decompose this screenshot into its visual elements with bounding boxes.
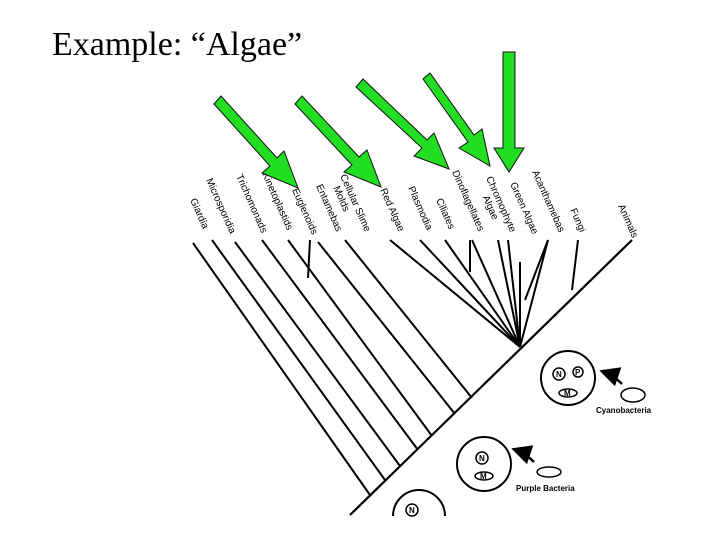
- uptake-arrow-purple-bacteria: [511, 445, 535, 465]
- taxon-label-fungi: Fungi: [567, 207, 587, 234]
- nucleus-label: N: [556, 370, 562, 379]
- taxon-label-ciliates: Ciliates: [433, 197, 456, 231]
- purple-bacteria-label: Purple Bacteria: [516, 484, 575, 493]
- cyanobacterium-shape: [620, 387, 646, 403]
- mitochondrion-label-2: M: [480, 472, 487, 481]
- eukaryotic-cell-3: [392, 489, 446, 517]
- tree-branches: [192, 239, 579, 496]
- taxon-label-giardia: Giardia: [187, 197, 210, 231]
- taxon-label-red-algae: Red Algae: [377, 187, 406, 234]
- taxon-label-euglenoids: Euglenoids: [289, 187, 319, 237]
- arrow-chromophyte: [422, 72, 491, 168]
- tree-trunk: [349, 239, 633, 516]
- uptake-arrow-cyanobacteria: [599, 367, 623, 387]
- purple-bacterium-shape: [536, 466, 562, 478]
- taxon-label-plasmodia: Plasmodia: [405, 185, 434, 233]
- nucleus-label-2: N: [479, 454, 485, 463]
- plastid-label: P: [575, 368, 581, 377]
- eukaryotic-cell-2: [456, 436, 512, 492]
- arrow-green-algae: [493, 51, 525, 173]
- eukaryotic-cell-1: [540, 350, 596, 406]
- arrow-dinoflagellates: [355, 78, 450, 170]
- cyanobacteria-label: Cyanobacteria: [596, 406, 652, 415]
- taxon-label-animals: Animals: [615, 203, 640, 240]
- highlight-arrows: [213, 51, 525, 189]
- slide-title: Example: “Algae”: [52, 26, 303, 63]
- mitochondrion-label: M: [564, 389, 571, 398]
- nucleus-label-3: N: [409, 506, 415, 515]
- arrow-red-algae: [294, 95, 382, 188]
- arrow-euglenoids: [213, 95, 299, 189]
- taxon-labels: Giardia Microsporidia Trichomonads Kinet…: [187, 169, 640, 240]
